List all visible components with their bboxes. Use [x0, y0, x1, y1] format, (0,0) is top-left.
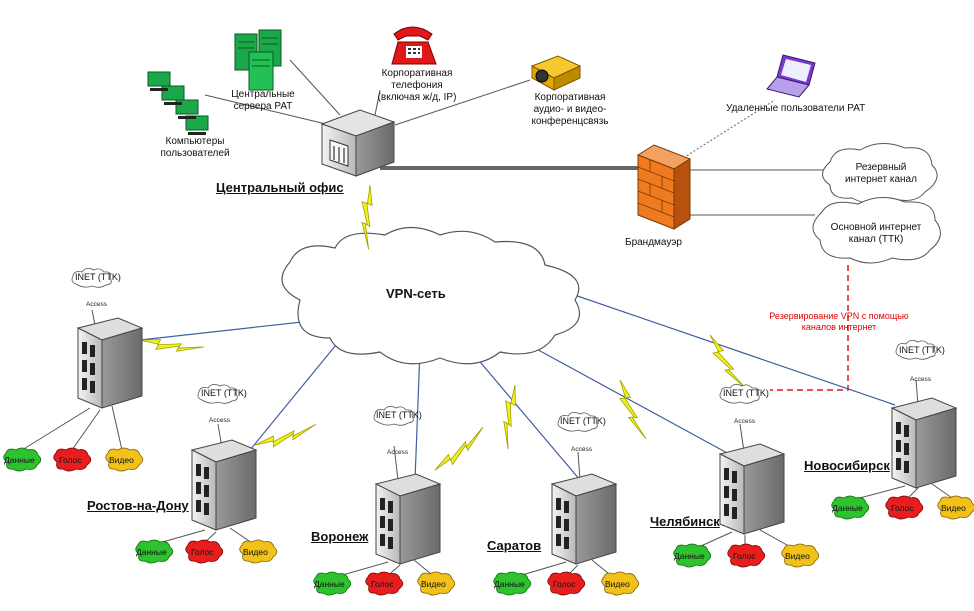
main-internet-cloud	[812, 197, 941, 264]
voice-label: Голос	[553, 579, 576, 589]
inet-label: INET (TTK)	[560, 416, 606, 426]
inet-label: INET (TTK)	[899, 345, 945, 355]
firewall-label: Брандмауэр	[625, 237, 682, 248]
conference-label: Корпоративная аудио- и видео- конференцс…	[531, 92, 609, 127]
city-label-novosibirsk: Новосибирск	[804, 458, 890, 473]
city-label-saratov: Саратов	[487, 538, 542, 553]
inet-label: INET (TTK)	[201, 388, 247, 398]
vpn-cloud-label: VPN-сеть	[386, 286, 446, 301]
video-label: Видео	[605, 579, 630, 589]
servers-label: Центральные сервера РАТ	[231, 89, 295, 112]
inet-label: INET (TTK)	[75, 272, 121, 282]
access-label: Access	[86, 301, 107, 308]
video-label: Видео	[243, 547, 268, 557]
data-label: Данные	[674, 551, 705, 561]
access-label: Access	[387, 449, 408, 456]
voice-label: Голос	[191, 547, 214, 557]
remote-users-label: Удаленные пользователи РАТ	[726, 103, 866, 114]
voice-label: Голос	[59, 455, 82, 465]
building-saratov-icon	[551, 473, 617, 565]
backup-internet-label: Резервный интернет канал	[845, 162, 917, 185]
access-label: Access	[910, 376, 931, 383]
building-novosibirsk-icon	[891, 397, 957, 489]
city-label-voronezh: Воронеж	[311, 529, 369, 544]
computers-icon	[147, 71, 209, 135]
building-rostov-icon	[77, 317, 143, 409]
inet-label: INET (TTK)	[723, 388, 769, 398]
main-internet-label: Основной интернет канал (ТТК)	[830, 222, 922, 245]
telephony-label: Корпоративная телефония (включая ж/д, IP…	[377, 68, 457, 103]
firewall-icon	[636, 144, 692, 230]
building-rostov2-icon	[191, 439, 257, 531]
remote-dotted-line	[679, 99, 776, 161]
data-label: Данные	[136, 547, 167, 557]
vpn-backup-label: Резервирование VPN с помощью каналов инт…	[769, 311, 909, 332]
data-label: Данные	[4, 455, 35, 465]
voice-label: Голос	[891, 503, 914, 513]
city-label-rostov: Ростов-на-Дону	[87, 498, 189, 513]
servers-icon	[234, 29, 282, 91]
video-label: Видео	[421, 579, 446, 589]
central-office-label: Центральный офис	[216, 180, 344, 195]
central-office-icon	[320, 109, 396, 177]
building-chelyabinsk-icon	[719, 443, 785, 535]
access-label: Access	[571, 446, 592, 453]
data-label: Данные	[832, 503, 863, 513]
data-label: Данные	[494, 579, 525, 589]
access-label: Access	[734, 418, 755, 425]
voice-label: Голос	[733, 551, 756, 561]
video-label: Видео	[785, 551, 810, 561]
users-label: Компьютеры пользователей	[160, 136, 230, 159]
building-voronezh-icon	[375, 473, 441, 565]
inet-label: INET (TTK)	[376, 410, 422, 420]
projector-icon	[530, 55, 582, 91]
voice-label: Голос	[371, 579, 394, 589]
vpn-cloud	[281, 226, 580, 365]
vpn-backup-line	[770, 265, 849, 391]
video-label: Видео	[109, 455, 134, 465]
phone-icon	[391, 26, 437, 65]
city-label-chelyabinsk: Челябинск	[650, 514, 720, 529]
access-label: Access	[209, 417, 230, 424]
video-label: Видео	[941, 503, 966, 513]
laptop-icon	[766, 54, 816, 98]
data-label: Данные	[314, 579, 345, 589]
